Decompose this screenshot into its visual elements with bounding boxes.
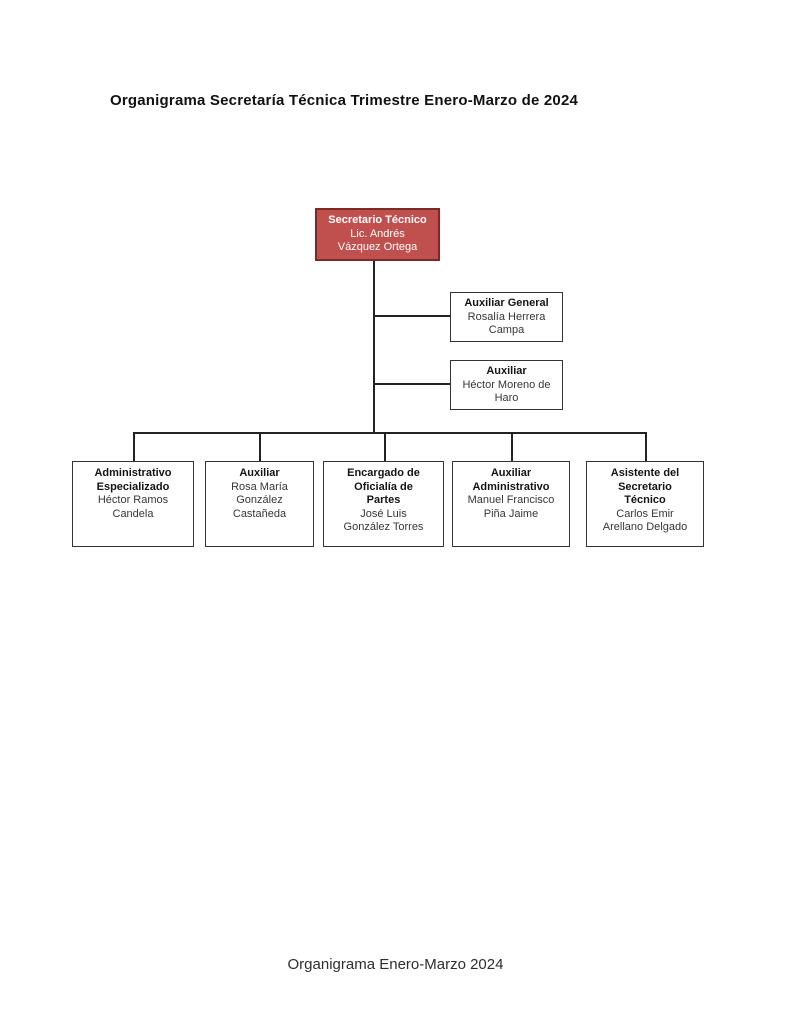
connector-stub-auxiliar-general [373, 315, 450, 317]
node-title: Auxiliar Administrativo [472, 467, 550, 493]
org-node-encargado-oficialia-partes: Encargado de Oficialía de Partes José Lu… [323, 461, 444, 547]
connector-drop-3 [384, 432, 386, 461]
node-title: Secretario Técnico [328, 214, 427, 227]
page-footer: Organigrama Enero-Marzo 2024 [287, 956, 504, 973]
node-title: Auxiliar [486, 365, 527, 377]
org-node-secretario-tecnico: Secretario Técnico Lic. Andrés Vázquez O… [315, 208, 440, 261]
node-title: Encargado de Oficialía de Partes [347, 467, 420, 506]
org-node-administrativo-especializado: Administrativo Especializado Héctor Ramo… [72, 461, 194, 547]
node-person: Manuel Francisco Piña Jaime [467, 494, 555, 520]
connector-drop-5 [645, 432, 647, 461]
node-person: Héctor Ramos Candela [97, 494, 169, 520]
node-person: Carlos Emir Arellano Delgado [602, 507, 688, 534]
connector-stub-auxiliar [373, 383, 450, 385]
connector-stem [373, 261, 375, 432]
node-title: Asistente del Secretario Técnico [610, 467, 680, 506]
node-person: Héctor Moreno de Haro [462, 378, 551, 405]
node-title: Auxiliar General [464, 297, 549, 309]
node-title: Administrativo Especializado [94, 467, 172, 493]
node-person: Lic. Andrés Vázquez Ortega [337, 227, 418, 254]
org-node-auxiliar: Auxiliar Héctor Moreno de Haro [450, 360, 563, 410]
org-node-asistente-secretario-tecnico: Asistente del Secretario Técnico Carlos … [586, 461, 704, 547]
connector-drop-4 [511, 432, 513, 461]
node-person: Rosalía Herrera Campa [467, 310, 546, 337]
org-node-auxiliar-rosa-maria: Auxiliar Rosa María González Castañeda [205, 461, 314, 547]
connector-drop-1 [133, 432, 135, 461]
node-title: Auxiliar [239, 467, 280, 479]
org-node-auxiliar-general: Auxiliar General Rosalía Herrera Campa [450, 292, 563, 342]
org-node-auxiliar-administrativo: Auxiliar Administrativo Manuel Francisco… [452, 461, 570, 547]
connector-drop-2 [259, 432, 261, 461]
node-person: Rosa María González Castañeda [231, 480, 288, 520]
connector-bottom-rail [133, 432, 645, 434]
page-title: Organigrama Secretaría Técnica Trimestre… [110, 92, 579, 109]
node-person: José Luis González Torres [343, 507, 424, 534]
